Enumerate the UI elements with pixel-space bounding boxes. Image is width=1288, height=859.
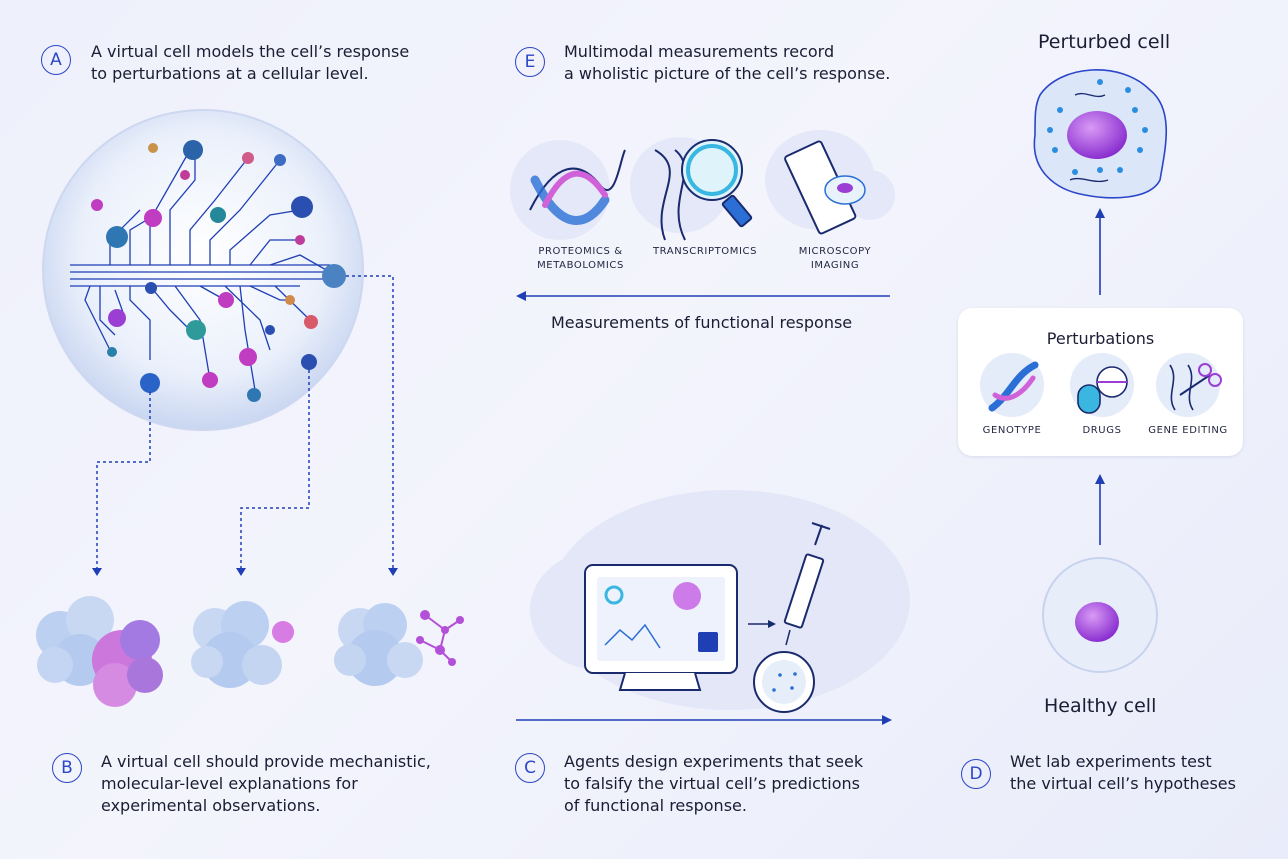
molecule-structures xyxy=(36,596,464,707)
step-a-caption: A virtual cell models the cell’s respons… xyxy=(91,42,410,83)
step-a-badge: A xyxy=(41,45,71,75)
step-d-badge: D xyxy=(961,759,991,789)
healthy-cell-label: Healthy cell xyxy=(1044,695,1157,717)
virtual-cell-sphere xyxy=(42,109,364,431)
step-b-caption: A virtual cell should provide mechanisti… xyxy=(101,752,431,815)
gene-editing-scissors-icon xyxy=(1169,363,1222,411)
transcriptomics-label: TRANSCRIPTOMICS xyxy=(652,246,758,257)
step-e-badge: E xyxy=(515,47,545,77)
drugs-pill-icon xyxy=(1077,366,1128,414)
proteomics-label: PROTEOMICS &METABOLOMICS xyxy=(537,246,624,271)
genotype-dna-icon xyxy=(988,361,1039,412)
dna-helix-icon xyxy=(529,149,626,225)
drugs-label: DRUGS xyxy=(1082,425,1122,436)
step-b-badge: B xyxy=(52,753,82,783)
perturbations-title: Perturbations xyxy=(1046,329,1155,348)
step-c-badge: C xyxy=(515,753,545,783)
perturbed-cell-label: Perturbed cell xyxy=(1038,31,1171,53)
petri-dish-icon xyxy=(753,651,815,713)
syringe-icon xyxy=(783,522,831,646)
measurements-arrow-label: Measurements of functional response xyxy=(551,313,853,332)
genotype-label: GENOTYPE xyxy=(982,425,1042,436)
magnifier-icon xyxy=(654,139,753,241)
protein-nodes xyxy=(91,140,346,402)
gene-editing-label: GENE EDITING xyxy=(1148,425,1228,436)
microscope-slide-icon xyxy=(784,140,866,235)
dotted-connectors xyxy=(96,275,394,568)
